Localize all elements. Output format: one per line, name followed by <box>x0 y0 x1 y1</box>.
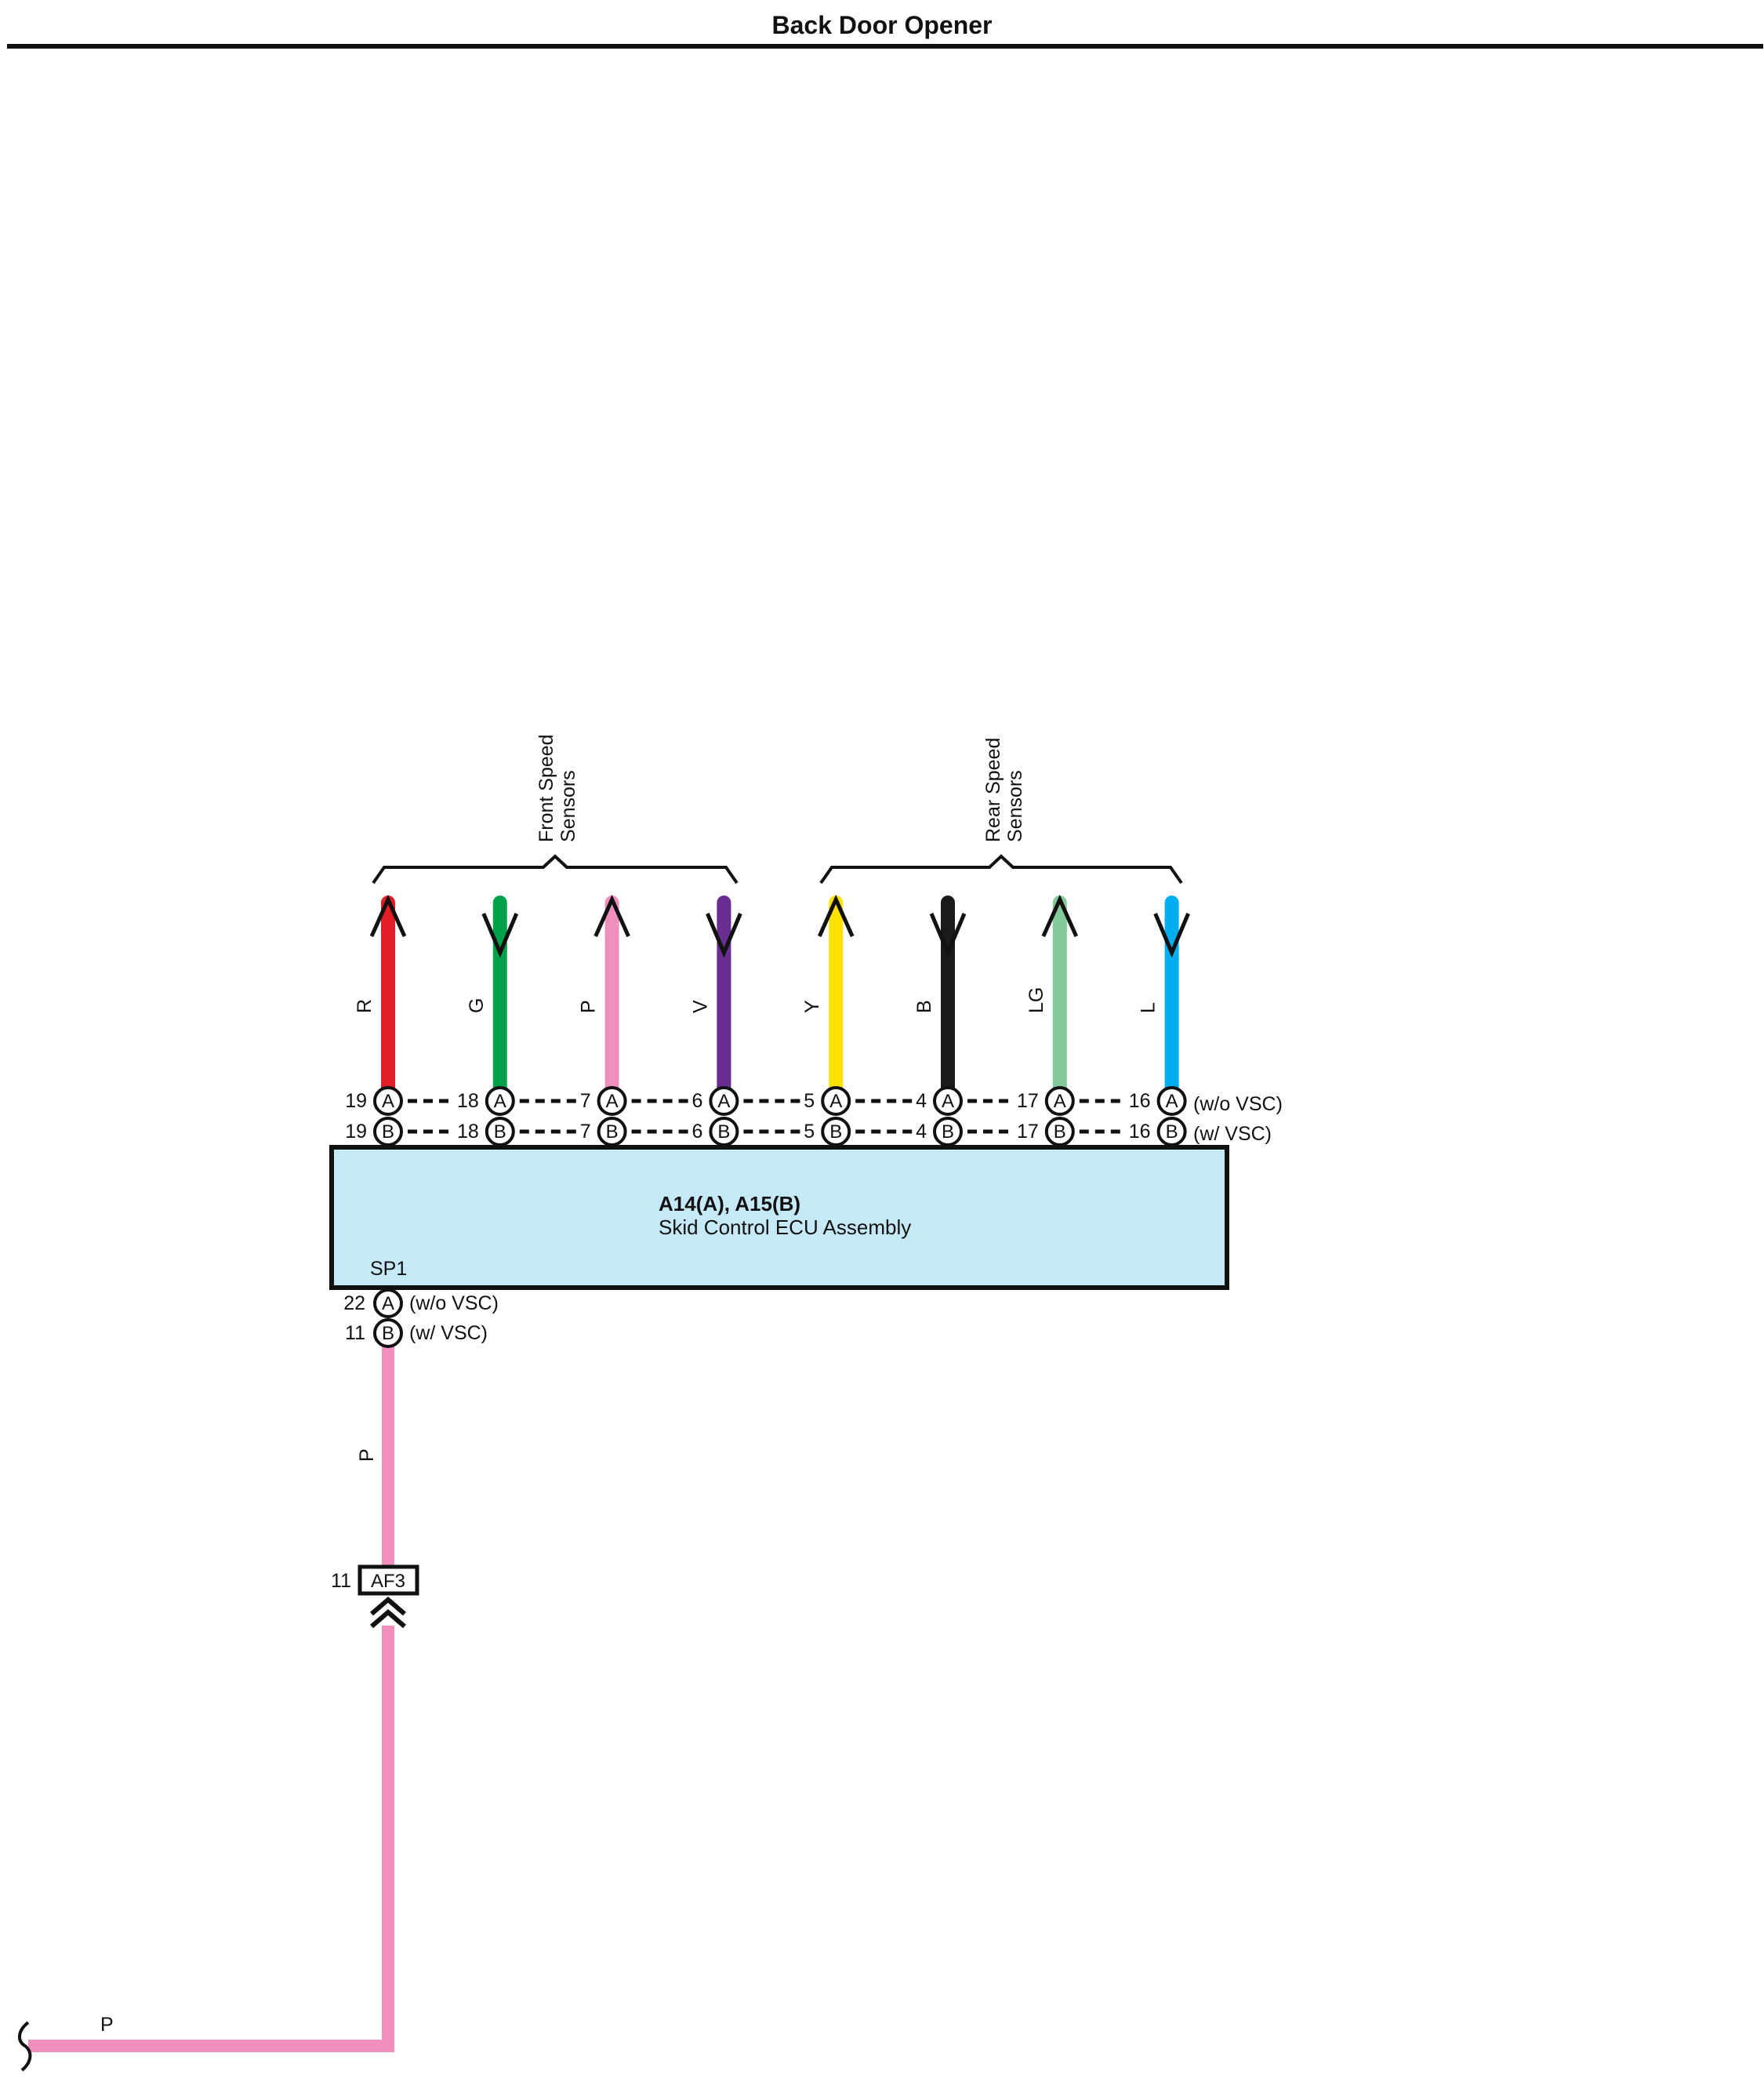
pin-circle-letter-a: A <box>494 1091 506 1112</box>
pin-circle-letter-b: B <box>494 1121 506 1143</box>
af3-connector-name: AF3 <box>371 1571 405 1592</box>
wire-arrow-up <box>817 894 855 938</box>
pin-circle-letter-b: B <box>382 1121 394 1143</box>
pin-circle-letter-a: A <box>829 1091 842 1112</box>
af3-connector-pin: 11 <box>331 1570 351 1592</box>
wire-color-code: G <box>466 998 488 1013</box>
sensor-wire-v: VA6B6FR– <box>689 896 802 1176</box>
sensor-wire-y: YA5B5RL+ <box>801 894 913 1176</box>
svg-text:A: A <box>382 1293 394 1314</box>
sp1-pin-a: A <box>373 1288 403 1318</box>
pin-number-b: 17 <box>1017 1121 1039 1143</box>
sp1-pin-b: B <box>373 1318 403 1348</box>
output-wire-bottom-label: P <box>100 2014 114 2036</box>
sensor-wire-b: BA4B4RL– <box>913 896 1014 1176</box>
af3-connector-chevrons <box>370 1597 406 1629</box>
wire-arrow-up <box>369 894 407 938</box>
pin-circle-a <box>933 1086 963 1116</box>
sensor-wire-lg: LGA17B17RR+ <box>1017 894 1127 1176</box>
sp1-note-b: (w/ VSC) <box>409 1322 488 1344</box>
pin-circle-a <box>485 1086 515 1116</box>
pin-circle-letter-a: A <box>1166 1091 1178 1112</box>
pin-number-b: 16 <box>1129 1121 1151 1143</box>
wire-break-symbol <box>18 2021 32 2072</box>
wire-color-code: LG <box>1025 987 1047 1013</box>
pin-number-b: 4 <box>916 1121 927 1143</box>
rear-sensors-brace <box>819 854 1183 885</box>
output-wire-color-label: P <box>356 1448 378 1462</box>
pin-number-b: 19 <box>345 1121 367 1143</box>
wire-arrow-up <box>593 894 630 938</box>
front-sensors-brace <box>372 854 739 885</box>
pin-circle-a <box>1156 1086 1187 1116</box>
pin-circle-letter-a: A <box>717 1091 730 1112</box>
svg-text:B: B <box>382 1323 394 1344</box>
front-sensors-group: Front Speed Sensors <box>372 734 739 885</box>
sp1-pin-a-number: 22 <box>343 1292 365 1314</box>
ecu-note-b: (w/ VSC) <box>1193 1123 1272 1145</box>
pin-circle-a <box>373 1086 403 1116</box>
pin-circle-letter-a: A <box>1054 1091 1066 1112</box>
pin-number-a: 5 <box>804 1090 815 1112</box>
pin-circle-letter-b: B <box>606 1121 619 1143</box>
pin-number-b: 7 <box>580 1121 591 1143</box>
wire-color-code: P <box>578 1000 600 1013</box>
pin-circle-letter-b: B <box>829 1121 842 1143</box>
skid-control-ecu-box <box>329 1145 1229 1290</box>
wire-arrow-down <box>481 913 519 958</box>
pin-circle-a <box>597 1086 627 1116</box>
pin-number-a: 6 <box>691 1090 702 1112</box>
output-wire-p <box>28 1333 394 2052</box>
sp1-pin-b-number: 11 <box>345 1322 365 1344</box>
pin-number-a: 19 <box>345 1090 367 1112</box>
pin-number-b: 18 <box>457 1121 479 1143</box>
pin-circle-letter-a: A <box>606 1091 619 1112</box>
front-sensors-label-line1: Front Speed <box>535 734 557 842</box>
wire-color-code: L <box>1138 1002 1160 1013</box>
pin-number-a: 4 <box>916 1090 927 1112</box>
pin-circle-letter-a: A <box>942 1091 954 1112</box>
pin-number-b: 5 <box>804 1121 815 1143</box>
af3-connector-box <box>358 1564 419 1596</box>
pin-number-a: 7 <box>580 1090 591 1112</box>
wire-color-code: B <box>913 1000 935 1013</box>
pin-circle-a <box>821 1086 851 1116</box>
pin-circle-letter-b: B <box>717 1121 730 1143</box>
wire-color-code: R <box>354 999 376 1013</box>
ecu-note-a: (w/o VSC) <box>1193 1093 1283 1115</box>
ecu-id: A14(A), A15(B) <box>659 1192 800 1215</box>
pin-number-b: 6 <box>691 1121 702 1143</box>
rear-sensors-group: Rear Speed Sensors <box>819 738 1183 885</box>
rear-sensors-label-line1: Rear Speed <box>982 738 1004 842</box>
wire-arrow-down <box>706 913 742 958</box>
wire-arrow-down <box>1153 913 1190 958</box>
sensor-wire-p: PA7B7FR+ <box>578 894 690 1176</box>
ecu-name: Skid Control ECU Assembly <box>659 1215 911 1239</box>
pin-circle-letter-a: A <box>382 1091 394 1112</box>
wire-color-code: Y <box>801 1000 823 1013</box>
rear-sensors-label-line2: Sensors <box>1004 770 1026 842</box>
sensor-wires: RA19B19FL+GA18B18FL–PA7B7FR+VA6B6FR–YA5B… <box>345 894 1192 1176</box>
sp1-note-a: (w/o VSC) <box>409 1292 499 1314</box>
sensor-wire-l: LA16B16RR– <box>1129 896 1192 1176</box>
title-divider <box>7 44 1763 49</box>
pin-number-a: 16 <box>1129 1090 1151 1112</box>
pin-circle-a <box>709 1086 739 1116</box>
sp1-label: SP1 <box>370 1258 407 1280</box>
pin-number-a: 18 <box>457 1090 479 1112</box>
pin-circle-a <box>1044 1086 1075 1116</box>
pin-circle-letter-b: B <box>942 1121 954 1143</box>
pin-number-a: 17 <box>1017 1090 1039 1112</box>
wire-arrow-up <box>1041 894 1079 938</box>
wire-arrow-down <box>929 913 967 958</box>
sensor-wire-g: GA18B18FL– <box>457 896 578 1176</box>
front-sensors-label-line2: Sensors <box>557 770 579 842</box>
sensor-wire-r: RA19B19FL+ <box>345 894 455 1176</box>
page-title: Back Door Opener <box>771 11 993 39</box>
wire-color-code: V <box>689 1000 711 1013</box>
pin-circle-letter-b: B <box>1166 1121 1178 1143</box>
pin-circle-letter-b: B <box>1054 1121 1066 1143</box>
